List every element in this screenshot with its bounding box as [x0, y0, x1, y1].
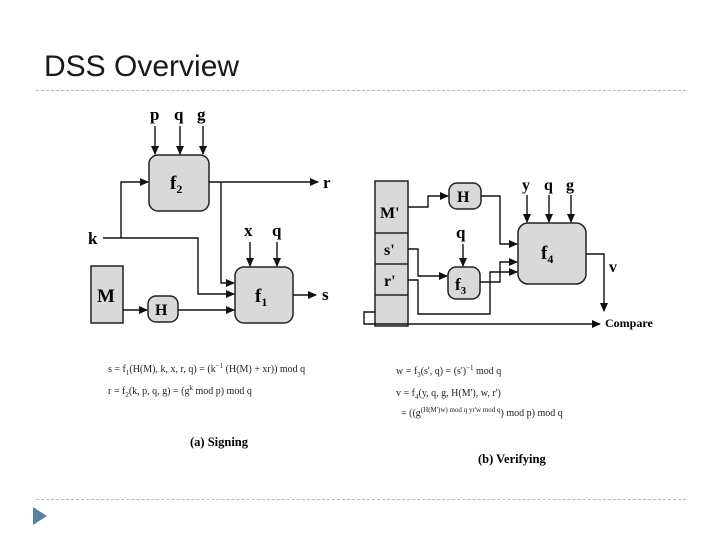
- arrow-h-f4: [481, 195, 518, 248]
- arrow-r-f1: [220, 182, 235, 287]
- message-block: [90, 265, 124, 324]
- signing-input-k: k: [88, 229, 98, 248]
- f2-label: f2: [170, 173, 182, 196]
- compare-label: Compare: [605, 316, 653, 330]
- m-prime-label: M': [380, 205, 400, 222]
- signing-input-g: g: [197, 105, 206, 124]
- signing-input-q: q: [174, 105, 184, 124]
- slide-title: DSS Overview: [44, 50, 240, 83]
- f3-label: f3: [455, 275, 467, 297]
- f3-block: [447, 266, 481, 300]
- verifying-equation-v-expanded: = ((g(H(M')w) mod q yr'w mod q) mod p) m…: [401, 406, 563, 419]
- signing-caption: (a) Signing: [190, 435, 249, 449]
- signing-diagram: p q g f2 r k x q f1 s M H: [88, 105, 331, 449]
- s-prime-label: s': [384, 242, 395, 259]
- arrow-r-prime-f4: [408, 268, 518, 315]
- f4-label: f4: [541, 243, 553, 266]
- signing-hash-block: [147, 295, 179, 323]
- verifying-caption: (b) Verifying: [478, 452, 546, 466]
- arrow-m-prime-h: [408, 192, 449, 208]
- arrow-s-prime-f3: [408, 248, 448, 280]
- verifying-equation-v: v = f4(y, q, g, H(M'), w, r'): [396, 388, 501, 401]
- f1-label: f1: [255, 286, 267, 309]
- arrow-v-compare: [586, 253, 608, 312]
- verify-input-q: q: [456, 223, 466, 242]
- arrow-k-f2: [103, 178, 149, 239]
- verify-output-v: v: [609, 259, 617, 276]
- signing-equation-r: r = f2(k, p, q, g) = (gk mod p) mod q: [108, 384, 252, 399]
- footer-divider: [36, 499, 686, 500]
- verify-input-g: g: [566, 177, 574, 194]
- arrow-k-f1: [121, 237, 235, 298]
- slide-bullet-icon: [33, 507, 47, 525]
- signing-output-r: r: [323, 173, 331, 192]
- signing-output-s: s: [322, 285, 329, 304]
- signing-input-x: x: [244, 221, 253, 240]
- verify-input-y: y: [522, 177, 530, 194]
- verifying-diagram: M' s' r' H q f3 y q g f4 v Compare: [363, 177, 653, 466]
- signing-input-q2: q: [272, 221, 282, 240]
- title-divider: [36, 90, 686, 91]
- verify-input-q2: q: [544, 177, 553, 194]
- message-label: M: [97, 286, 115, 307]
- signing-equation-s: s = f1(H(M), k, x, r, q) = (k−1 (H(M) + …: [108, 362, 305, 377]
- verify-hash-label: H: [457, 189, 470, 206]
- signing-hash-label: H: [155, 302, 168, 319]
- signing-input-p: p: [150, 105, 159, 124]
- verifying-equation-w: w = f3(s', q) = (s')−1 mod q: [396, 364, 501, 379]
- f2-block: [148, 154, 210, 212]
- r-prime-label: r': [384, 273, 396, 290]
- arrow-r-prime-compare: [363, 311, 601, 328]
- verify-input-stack: [374, 180, 409, 327]
